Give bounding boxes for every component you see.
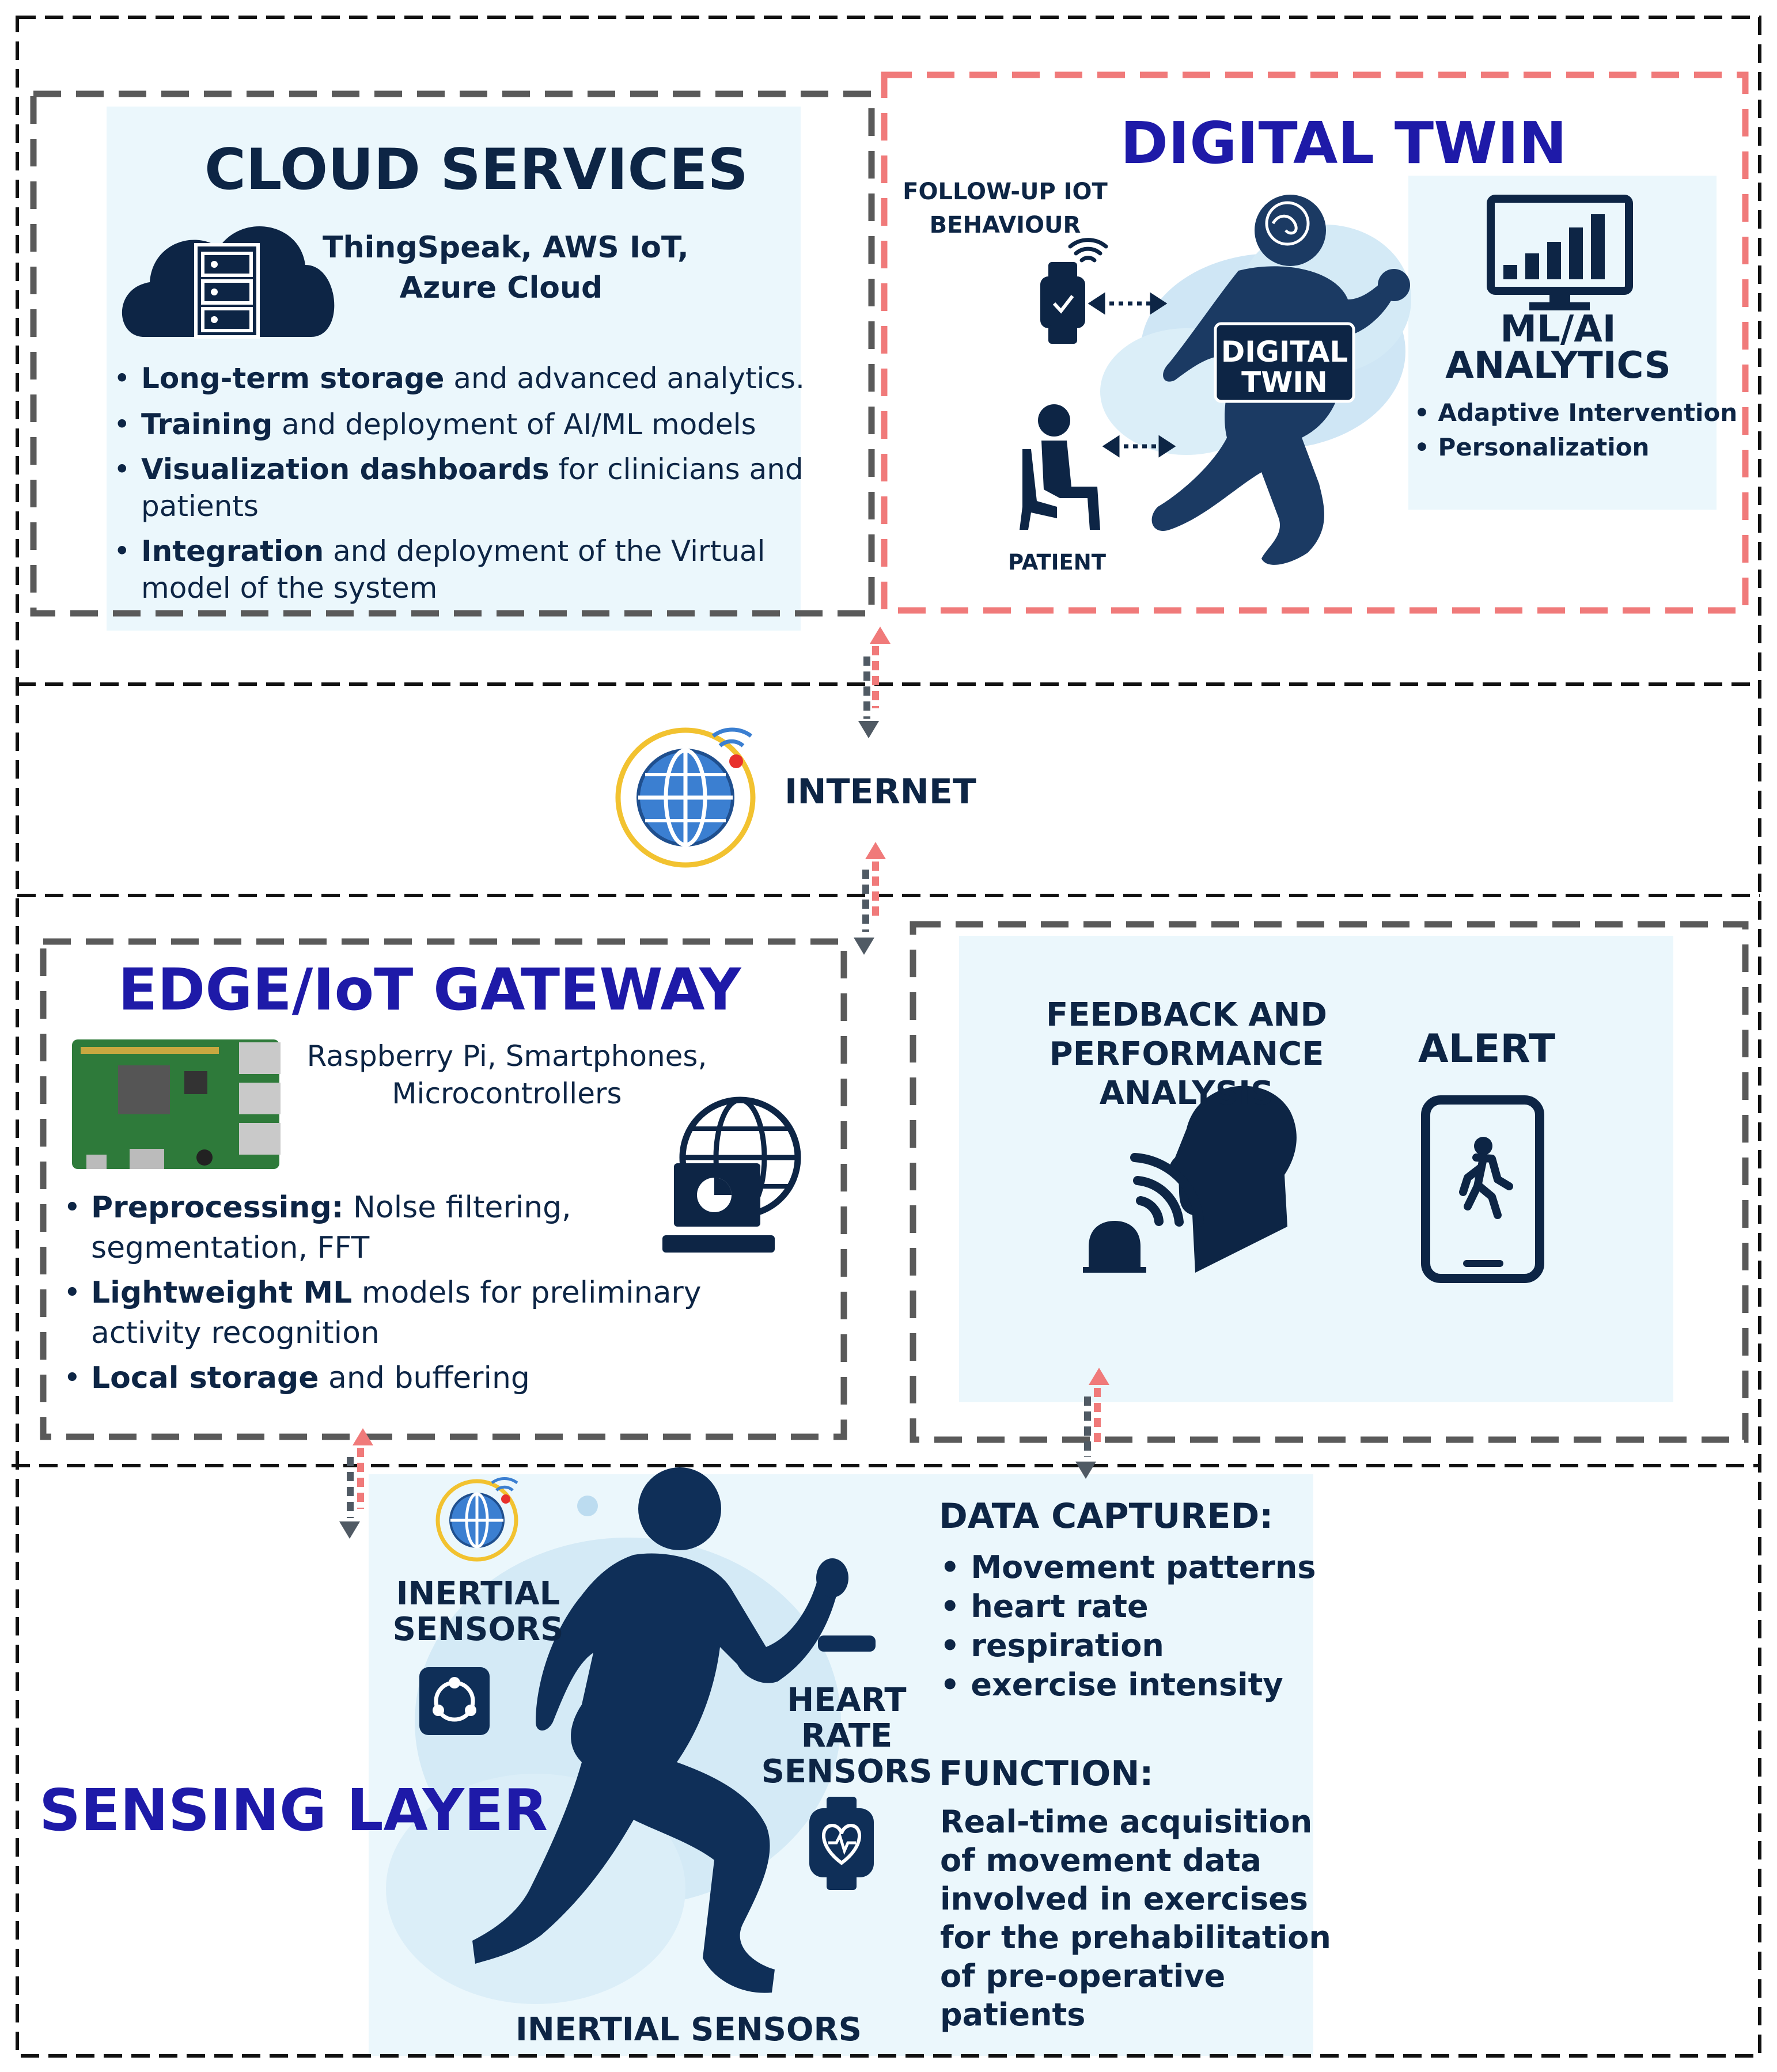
arrow-edge-sensing: [339, 1428, 373, 1539]
edge-bullet-3: •Local storage and buffering: [63, 1361, 530, 1395]
cloud-panel-bg: [107, 107, 801, 631]
function-line-2: of movement data: [940, 1842, 1261, 1879]
outer-border: [16, 16, 1761, 2058]
feedback-title-line2: PERFORMANCE: [1049, 1035, 1324, 1073]
function-line-1: Real-time acquisition: [940, 1804, 1313, 1840]
digital-twin-badge-shape: [1214, 322, 1355, 403]
cloud-platforms-line2: Azure Cloud: [399, 271, 603, 305]
twin-badge-line2: TWIN: [1241, 366, 1328, 399]
feedback-title-line1: FEEDBACK AND: [1046, 996, 1327, 1034]
sensing-heart-line3: SENSORS: [761, 1753, 933, 1790]
twin-analytics-item-2: • Personalization: [1414, 433, 1650, 461]
dotted-arrow-patient: [1102, 435, 1176, 458]
monitor-chart-icon: [1487, 195, 1633, 310]
function-line-6: patients: [940, 1997, 1086, 2033]
twin-analytics-line2: ANALYTICS: [1445, 344, 1671, 387]
edge-bullet-1: •Preprocessing: Nolse filtering, segment…: [63, 1190, 571, 1265]
internet-label: INTERNET: [785, 772, 976, 812]
seated-patient-icon: [1020, 404, 1100, 530]
data-captured-title: DATA CAPTURED:: [939, 1496, 1274, 1536]
twin-analytics-line1: ML/AI: [1500, 308, 1616, 351]
sensing-runner-figure: [472, 1467, 876, 1993]
function-line-3: involved in exercises: [940, 1881, 1308, 1917]
data-item-3: • respiration: [940, 1627, 1164, 1664]
cloud-bullet-1: •Long-term storage and advanced analytic…: [113, 362, 805, 395]
data-item-4: • exercise intensity: [940, 1667, 1283, 1703]
raspberry-pi-board: [72, 1039, 281, 1169]
data-item-2: • heart rate: [940, 1588, 1149, 1625]
arrow-internet-edge: [854, 842, 886, 955]
sensing-inertial-line2: SENSORS: [392, 1611, 564, 1648]
twin-followup-line2: BEHAVIOUR: [929, 212, 1081, 238]
twin-followup-line1: FOLLOW-UP IOT: [903, 179, 1108, 205]
arrow-cloud-internet: [858, 627, 891, 738]
function-line-4: for the prehabilitation: [940, 1919, 1331, 1956]
twin-panel-bg: [1408, 176, 1717, 510]
sensing-heart-line2: RATE: [801, 1717, 893, 1755]
gateway-globe-laptop-icon: [662, 1096, 801, 1253]
sensing-heart-line1: HEART: [787, 1682, 907, 1719]
twin-badge-line1: DIGITAL: [1221, 335, 1348, 369]
data-item-1: • Movement patterns: [940, 1549, 1316, 1585]
edge-bullet-2: •Lightweight ML models for preliminary a…: [63, 1276, 702, 1350]
cloud-server-icon: [122, 226, 335, 339]
twin-patient-label: PATIENT: [1008, 550, 1106, 575]
cloud-bullet-4: •Integration and deployment of the Virtu…: [113, 534, 766, 605]
twin-title: DIGITAL TWIN: [1120, 109, 1567, 177]
wifi-icon: [1068, 238, 1108, 263]
sensing-bottom-label: INERTIAL SENSORS: [516, 2011, 862, 2048]
cloud-bullet-3: •Visualization dashboards for clinicians…: [113, 453, 804, 523]
cloud-bullet-2: •Training and deployment of AI/ML models: [113, 408, 756, 441]
sensing-globe-icon: [435, 1477, 518, 1562]
sensing-inertial-line1: INERTIAL: [396, 1575, 560, 1612]
smartwatch-icon: [1040, 262, 1085, 344]
feedback-panel-bg: [959, 936, 1673, 1402]
feedback-alert-label: ALERT: [1418, 1026, 1556, 1072]
inertial-sensor-icon: [419, 1667, 490, 1735]
twin-analytics-item-1: • Adaptive Intervention: [1414, 399, 1738, 427]
cloud-dashed-box: [30, 90, 875, 617]
phone-walker-icon: [1421, 1095, 1544, 1283]
internet-globe-icon: [615, 727, 756, 868]
sensing-title: SENSING LAYER: [39, 1777, 548, 1844]
sound-waves-icon: [1130, 1153, 1204, 1227]
edge-devices-line2: Microcontrollers: [392, 1077, 622, 1110]
twin-dashed-box: [881, 71, 1749, 614]
feedback-dashed-box: [910, 921, 1749, 1443]
dotted-arrow-watch: [1088, 292, 1168, 315]
edge-dashed-box: [40, 938, 847, 1440]
edge-devices-line1: Raspberry Pi, Smartphones,: [306, 1039, 707, 1073]
cloud-title: CLOUD SERVICES: [204, 137, 748, 203]
edge-title: EDGE/IoT GATEWAY: [118, 956, 741, 1023]
function-line-5: of pre-operative: [940, 1958, 1226, 1994]
bell-icon: [1083, 1221, 1146, 1273]
feedback-title-line3: ANALYSIS: [1099, 1075, 1274, 1112]
arrow-feedback-sensing: [1075, 1368, 1109, 1479]
brain-icon: [1265, 201, 1310, 246]
function-title: FUNCTION:: [939, 1754, 1154, 1794]
cloud-platforms-line1: ThingSpeak, AWS IoT,: [323, 230, 689, 265]
heart-watch-icon: [809, 1797, 874, 1890]
